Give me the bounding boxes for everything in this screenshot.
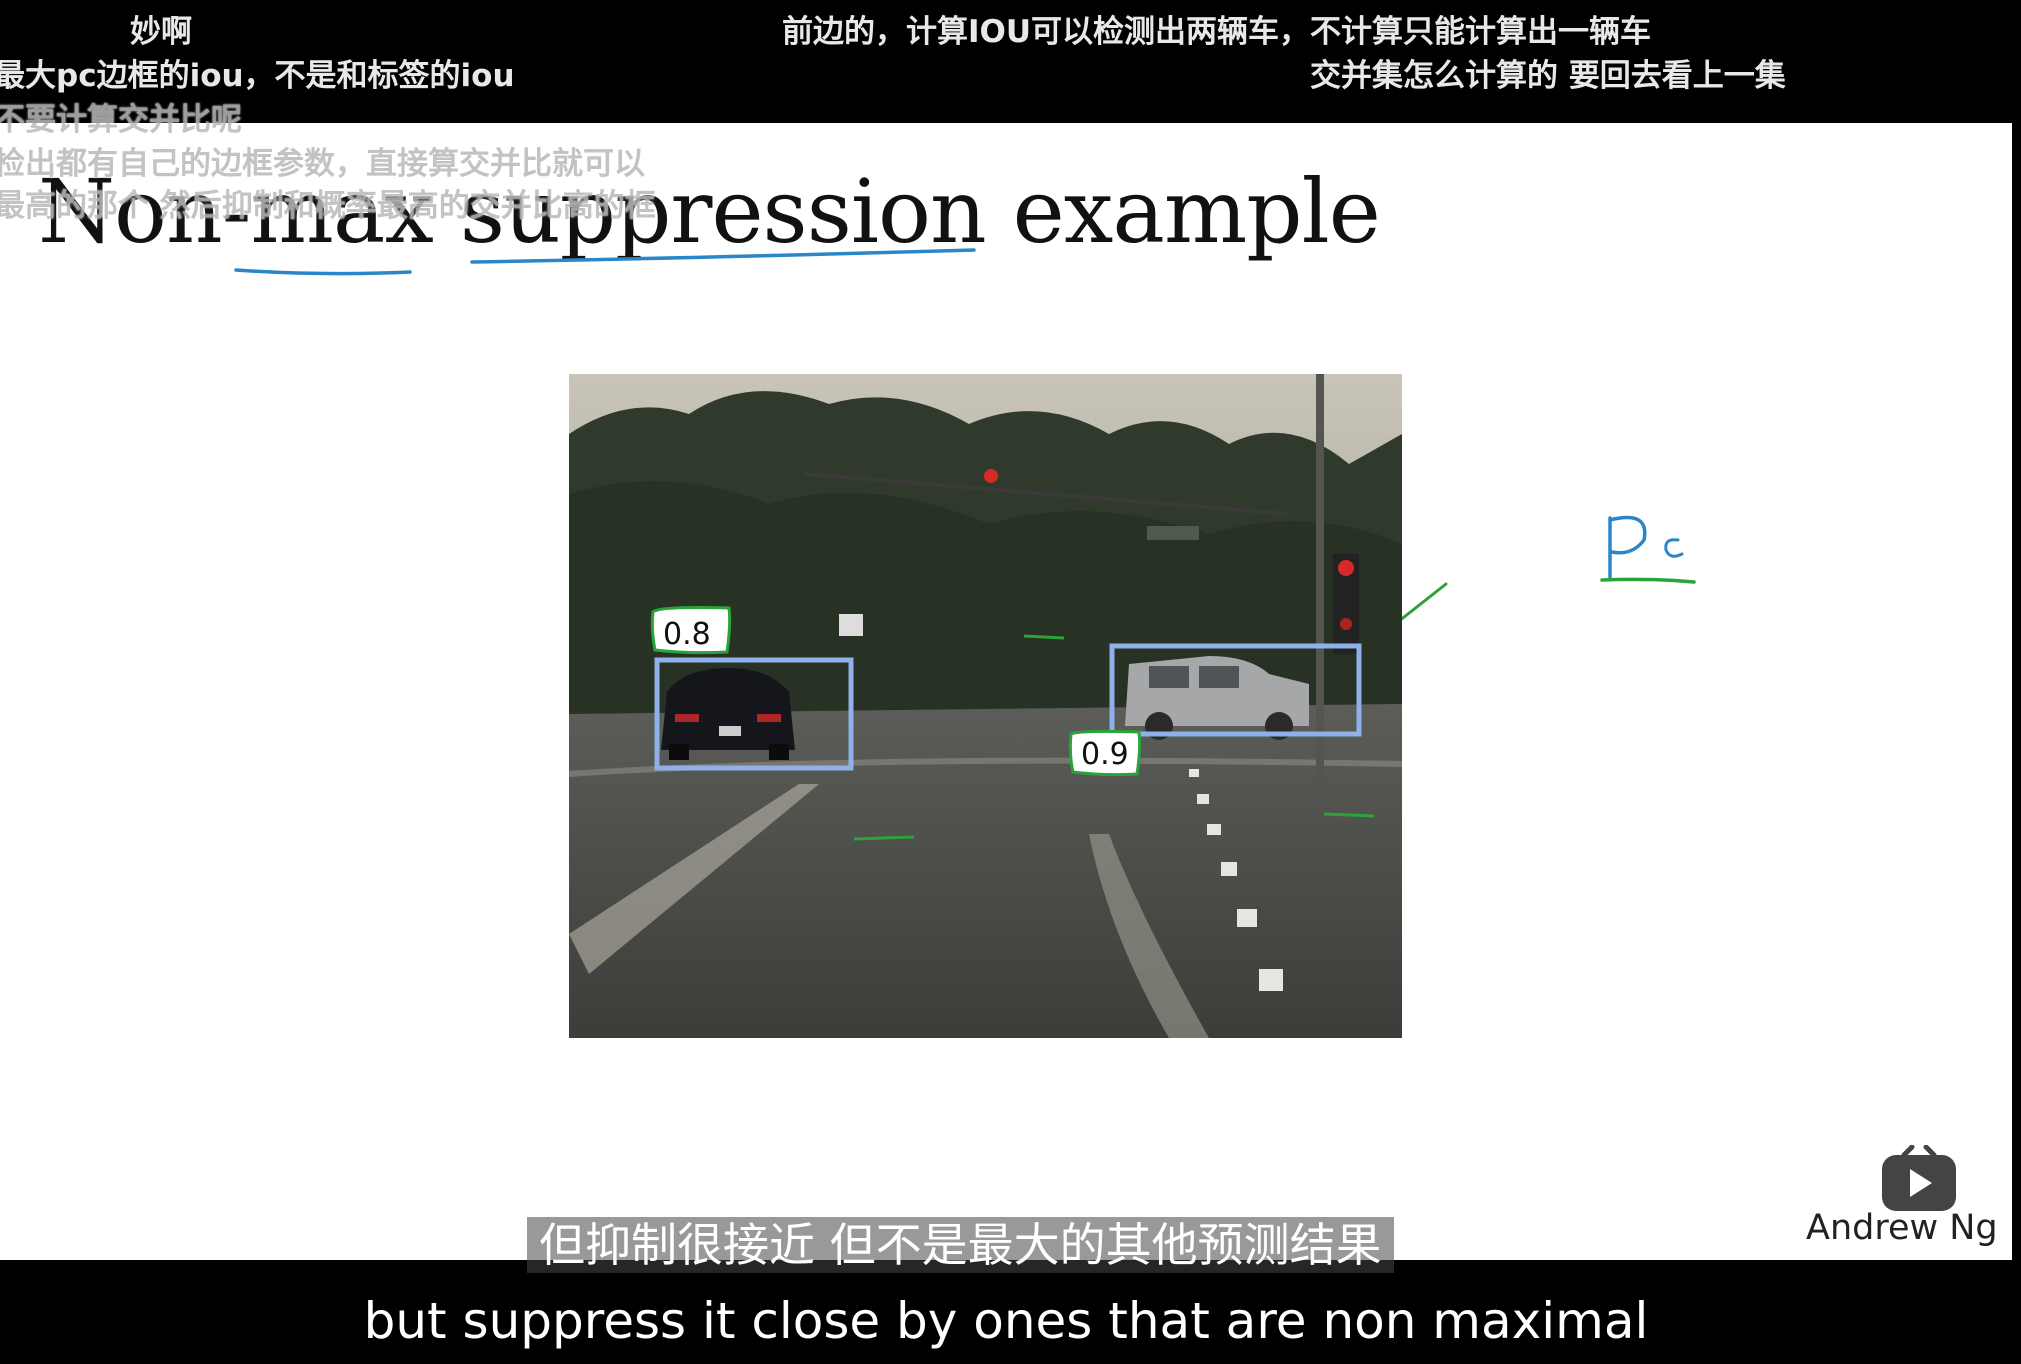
right-letterbox — [2012, 0, 2021, 1364]
danmaku-comment: 最高的那个 然后抑制和概率最高的交并比高的框 — [0, 188, 656, 224]
danmaku-comment: 妙啊 — [130, 14, 192, 50]
danmaku-comment: 不要计算交并比呢 — [0, 102, 242, 138]
detection-box — [1109, 643, 1362, 737]
street-photo: 0.8 0.9 — [569, 374, 1402, 1038]
danmaku-comment: 交并集怎么计算的 要回去看上一集 — [1310, 58, 1786, 94]
slide-title: Non-max suppression example — [38, 160, 1381, 263]
author-credit: Andrew Ng — [1806, 1208, 1998, 1248]
subtitle-english: but suppress it close by ones that are n… — [363, 1292, 1649, 1350]
subtitle-chinese: 但抑制很接近 但不是最大的其他预测结果 — [527, 1217, 1394, 1273]
subtitle-bar — [0, 1260, 2012, 1364]
detection-box — [654, 657, 854, 771]
detection-label: 0.8 — [663, 617, 711, 652]
danmaku-comment: 最大pc边框的iou，不是和标签的iou — [0, 58, 515, 94]
danmaku-comment: 前边的，计算IOU可以检测出两辆车，不计算只能计算出一辆车 — [782, 14, 1652, 50]
bilibili-tv-icon — [1882, 1145, 1956, 1211]
danmaku-comment: 检出都有自己的边框参数，直接算交并比就可以 — [0, 146, 645, 182]
detection-label: 0.9 — [1081, 737, 1129, 772]
